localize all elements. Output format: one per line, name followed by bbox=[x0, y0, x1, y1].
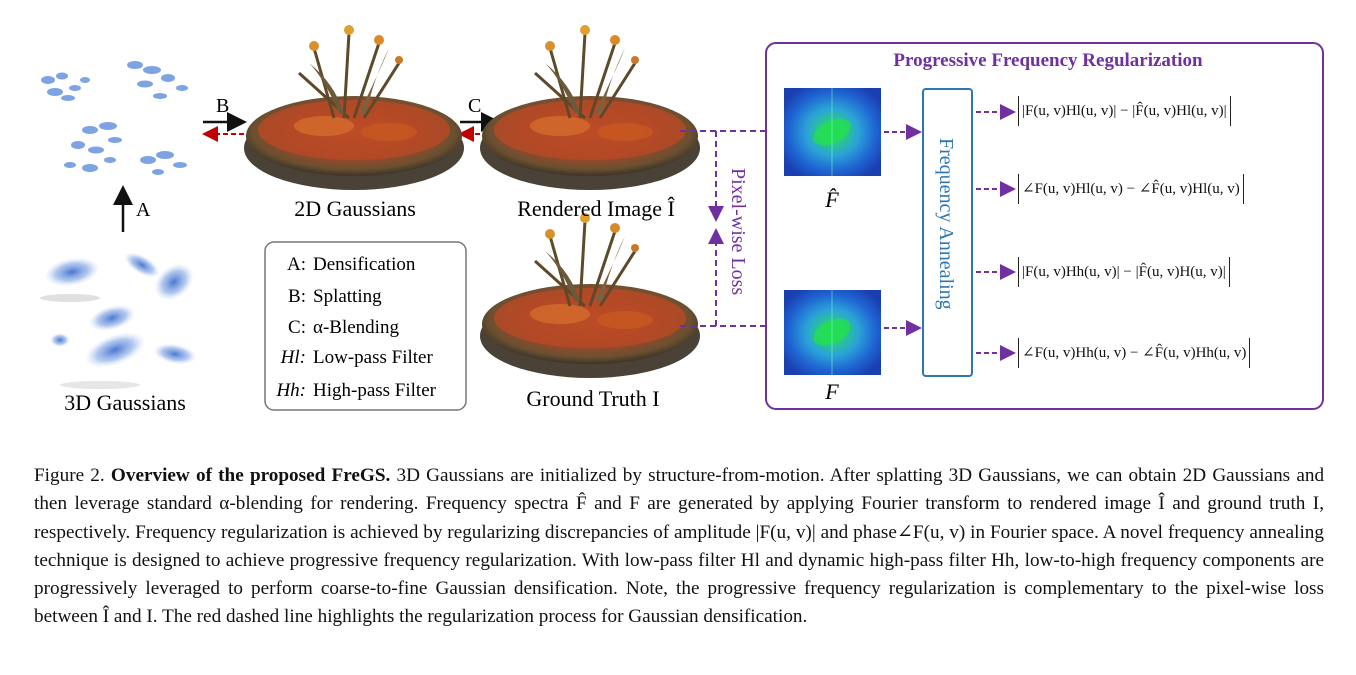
caption-body: 3D Gaussians are initialized by structur… bbox=[34, 465, 1325, 628]
gaussians-3d-graphic bbox=[40, 252, 197, 389]
pixel-loss-label: Pixel-wise Loss bbox=[727, 168, 749, 295]
gaussians-2d-graphic bbox=[41, 61, 188, 175]
rendered-image bbox=[478, 23, 702, 192]
regularization-panel bbox=[765, 42, 1324, 410]
formula-low-phase: ∠F(u, v)Hl(u, v) − ∠F̂(u, v)Hl(u, v) bbox=[1018, 174, 1244, 204]
figure-caption: Figure 2. Overview of the proposed FreGS… bbox=[34, 462, 1324, 632]
caption-figure-number: Figure 2. bbox=[34, 465, 105, 486]
label-rendered-image: Rendered Image Î bbox=[517, 196, 675, 221]
legend-key-0: A: bbox=[287, 254, 306, 275]
legend-key-2: C: bbox=[288, 317, 306, 338]
legend-text-0: Densification bbox=[313, 254, 416, 275]
f-hat-label: F̂ bbox=[824, 187, 839, 212]
f-label: F bbox=[824, 379, 839, 404]
label-ground-truth: Ground Truth I bbox=[526, 386, 659, 411]
annealing-box bbox=[922, 88, 973, 377]
legend-text-3: Low-pass Filter bbox=[313, 347, 433, 368]
legend-key-3: Hl: bbox=[280, 347, 306, 368]
gaussians-2d-image bbox=[242, 23, 466, 192]
legend-box bbox=[264, 241, 467, 411]
formula-low-amplitude: |F(u, v)Hl(u, v)| − |F̂(u, v)Hl(u, v)| bbox=[1018, 96, 1231, 126]
formula-high-amplitude: |F(u, v)Hh(u, v)| − |F̂(u, v)H(u, v)| bbox=[1018, 257, 1230, 287]
arrow-c-label: C bbox=[468, 95, 481, 117]
panel-title: Progressive Frequency Regularization bbox=[893, 50, 1203, 71]
label-2d-gaussians: 2D Gaussians bbox=[294, 196, 416, 221]
legend: A: Densification B: Splatting C: α-Blend… bbox=[275, 254, 436, 401]
formula-high-phase: ∠F(u, v)Hh(u, v) − ∠F̂(u, v)Hh(u, v) bbox=[1018, 338, 1251, 368]
label-3d-gaussians: 3D Gaussians bbox=[64, 390, 186, 415]
legend-key-4: Hh: bbox=[275, 380, 306, 401]
figure-diagram: A B C 3D Gaussians 2D Gaussians Rendered… bbox=[40, 23, 1324, 415]
legend-text-1: Splatting bbox=[313, 286, 382, 307]
annealing-label: Frequency Annealing bbox=[935, 138, 957, 310]
ground-truth-image bbox=[478, 211, 702, 380]
legend-key-1: B: bbox=[288, 286, 306, 307]
arrow-a-label: A bbox=[136, 199, 151, 221]
legend-text-4: High-pass Filter bbox=[313, 380, 437, 401]
arrow-b-label: B bbox=[216, 95, 229, 117]
legend-text-2: α-Blending bbox=[313, 317, 399, 338]
caption-title: Overview of the proposed FreGS. bbox=[110, 465, 391, 486]
